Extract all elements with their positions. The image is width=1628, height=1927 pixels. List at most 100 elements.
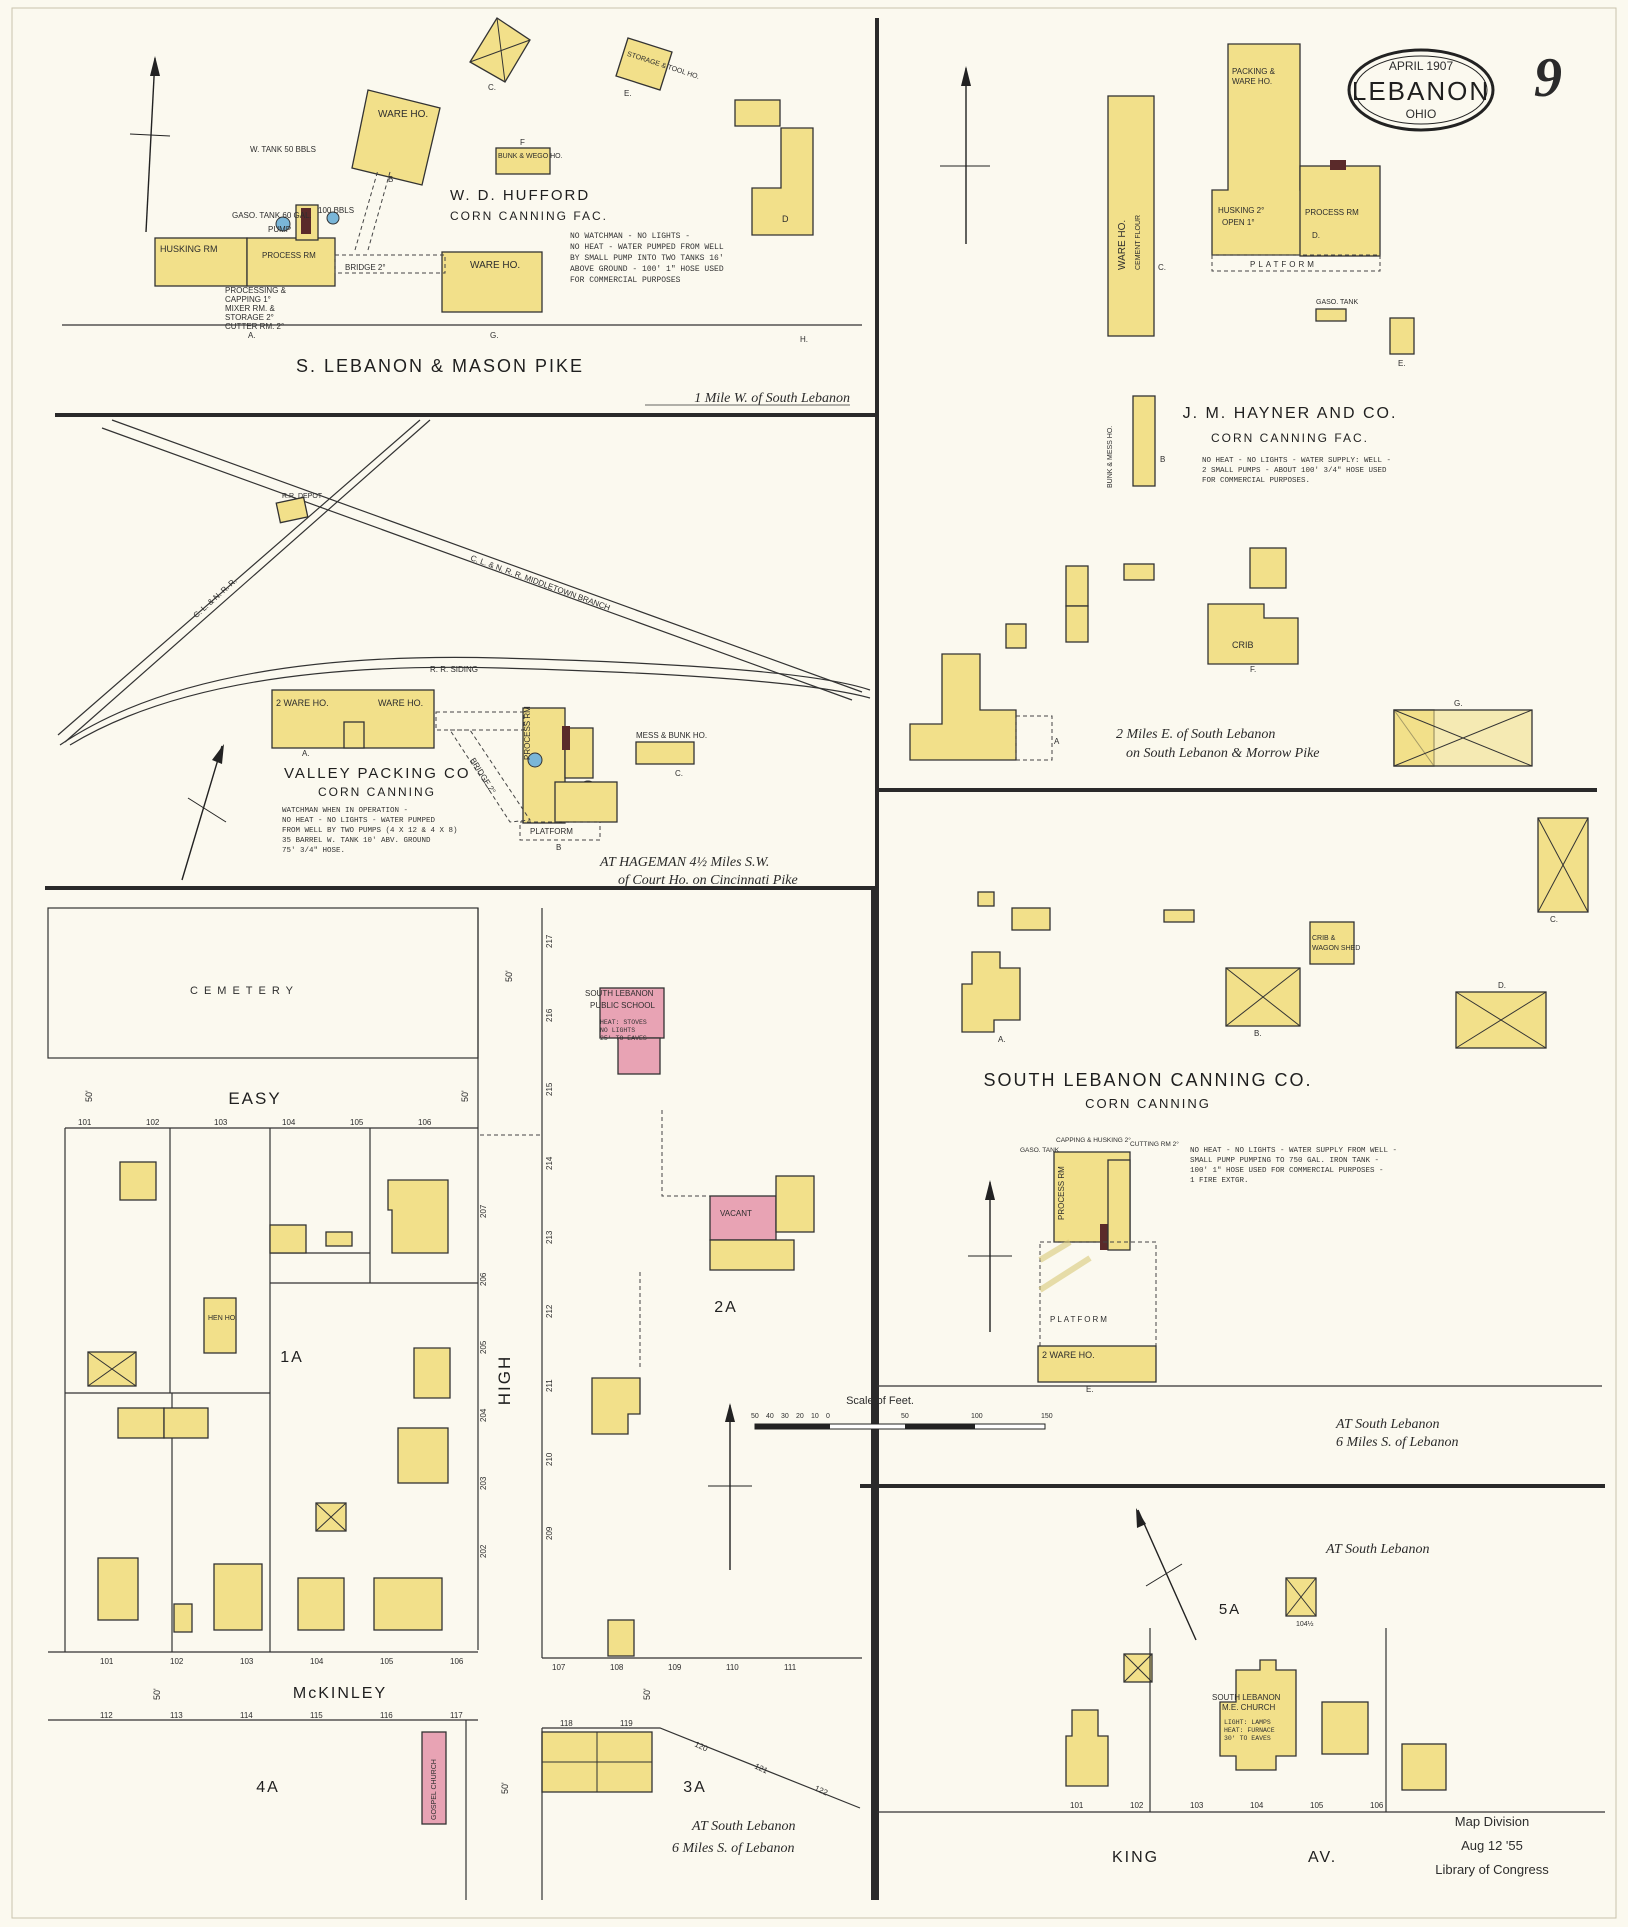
hayner-letter-a: A xyxy=(1054,737,1060,746)
packing-line-2: WARE HO. xyxy=(1232,77,1272,86)
process-room-hufford xyxy=(246,237,336,287)
letter-f: F xyxy=(520,138,525,147)
shed-small-3 xyxy=(1123,563,1155,581)
lot-number-mckinley: 102 xyxy=(170,1657,184,1666)
lot-number-king: 104 xyxy=(1250,1801,1264,1810)
hufford-note-2: NO HEAT - WATER PUMPED FROM WELL xyxy=(570,243,724,252)
block-1a: 1A xyxy=(280,1349,304,1366)
shed-small-4 xyxy=(1249,547,1287,589)
husking-label: HUSKING RM xyxy=(160,244,218,254)
railroad-middletown-1 xyxy=(111,419,863,693)
siding-label: R. R. SIDING xyxy=(430,665,478,674)
pike-name: S. LEBANON & MASON PIKE xyxy=(296,356,584,376)
valley-name: VALLEY PACKING CO xyxy=(284,765,471,782)
church-note-3: 30' TO EAVES xyxy=(1224,1735,1271,1742)
lot-number-high-east: 217 xyxy=(545,934,554,948)
warehouse-canning xyxy=(1037,1345,1157,1383)
badge-city: LEBANON xyxy=(1352,76,1490,106)
stamp-line-3: Library of Congress xyxy=(1435,1862,1549,1877)
shed-102-half xyxy=(163,1407,209,1439)
title-badge: APRIL 1907 LEBANON OHIO xyxy=(1347,48,1495,132)
sl-note-1: NO HEAT - NO LIGHTS - WATER SUPPLY FROM … xyxy=(1190,1147,1397,1155)
crib-line-2: WAGON SHED xyxy=(1312,945,1360,952)
valley-location-2: of Court Ho. on Cincinnati Pike xyxy=(618,873,798,888)
process-label-hayner: PROCESS RM xyxy=(1305,208,1359,217)
warehouse-annex xyxy=(343,721,365,749)
husking-room xyxy=(154,237,248,287)
valley-letter-a: A. xyxy=(302,749,310,758)
shed-1 xyxy=(977,891,995,907)
school-line-1: SOUTH LEBANON xyxy=(585,989,654,998)
lot-number-mckinley: 105 xyxy=(380,1657,394,1666)
lot-number-high-west: 202 xyxy=(479,1544,488,1558)
shed-small-5 xyxy=(1005,623,1027,649)
lot-number-high-east: 216 xyxy=(545,1008,554,1022)
processing-line-1: PROCESSING & xyxy=(225,286,287,295)
cemetery-label: CEMETERY xyxy=(190,985,299,997)
sl-note-4: 1 FIRE EXTGR. xyxy=(1190,1177,1249,1185)
hufford-location: 1 Mile W. of South Lebanon xyxy=(694,391,850,406)
school-note-1: HEAT: STOVES xyxy=(600,1019,647,1026)
shed-e xyxy=(1389,317,1415,355)
church-note-1: LIGHT: LAMPS xyxy=(1224,1719,1271,1726)
lot-number-easy: 103 xyxy=(214,1118,228,1127)
church-note-2: HEAT: FURNACE xyxy=(1224,1727,1275,1734)
dwelling-104 xyxy=(297,1577,345,1631)
hayner-letter-c: C. xyxy=(1158,263,1166,272)
lot-number-high-east: 210 xyxy=(545,1452,554,1466)
lot-number-mckinley: 101 xyxy=(100,1657,114,1666)
lot-number-mckinley: 104 xyxy=(310,1657,324,1666)
hen-house-label: HEN HO. xyxy=(208,1315,237,1322)
panel-king: AT South Lebanon 5A 104½ SOUTH LEBANON M… xyxy=(877,1508,1605,1866)
scale-tick-label: 100 xyxy=(971,1413,983,1420)
rr-depot-label: R.R. DEPOT xyxy=(282,493,323,500)
school-note-3: 25' TO EAVES xyxy=(600,1035,647,1042)
hufford-name: W. D. HUFFORD xyxy=(450,187,590,204)
shed-104 xyxy=(269,1224,307,1254)
hayner-name: J. M. HAYNER AND CO. xyxy=(1183,405,1398,422)
lot-number-mckinley-south: 116 xyxy=(380,1711,393,1720)
badge-date: APRIL 1907 xyxy=(1389,59,1454,73)
rr-depot xyxy=(275,496,309,524)
tank-label: W. TANK 50 BBLS xyxy=(250,145,316,154)
school-note-2: NO LIGHTS xyxy=(600,1027,635,1034)
gasoline-label: GASO. TANK 60 GAL. xyxy=(232,211,312,220)
scale-tick-label: 50 xyxy=(901,1413,909,1420)
dwelling-101 xyxy=(119,1161,157,1201)
lot-number-king: 106 xyxy=(1370,1801,1384,1810)
lot-number-high-east: 215 xyxy=(545,1082,554,1096)
lot-number-high-east: 211 xyxy=(545,1379,554,1392)
bridge-valley xyxy=(449,729,531,823)
panel-slcanning: C. CRIB & WAGON SHED B. D. A. SOUTH LEBA… xyxy=(877,817,1602,1450)
sheet-edge xyxy=(11,7,1617,1919)
cutting-label: CUTTING RM 2° xyxy=(1130,1140,1179,1148)
water-tank-2 xyxy=(326,211,340,225)
sl-letter-b: B. xyxy=(1254,1029,1262,1038)
shed-105 xyxy=(325,1231,353,1247)
letter-a: A. xyxy=(248,331,256,340)
rr-siding-1 xyxy=(59,656,871,746)
church-line-2: M.E. CHURCH xyxy=(1222,1703,1276,1712)
shed-102 xyxy=(173,1603,193,1633)
dwelling-204 xyxy=(397,1427,449,1484)
church-line-1: SOUTH LEBANON xyxy=(1212,1693,1281,1702)
lot-number-high-west: 207 xyxy=(479,1204,488,1218)
high-street-label: HIGH xyxy=(495,1355,514,1406)
boiler-canning xyxy=(1100,1224,1110,1250)
platform-hayner xyxy=(1211,254,1381,272)
building-d xyxy=(751,127,814,236)
lot-number-mckinley: 109 xyxy=(668,1663,682,1672)
public-school xyxy=(599,987,665,1039)
lot-number-mckinley-south: 118 xyxy=(560,1719,573,1728)
process-pumping xyxy=(554,781,618,823)
pump-label: PUMP xyxy=(268,225,291,234)
public-school-annex xyxy=(617,1037,661,1075)
block-5a: 5A xyxy=(1219,1601,1241,1618)
lot-number-high-east: 214 xyxy=(545,1156,554,1170)
letter-c: C. xyxy=(488,83,496,92)
processing-line-5: CUTTER RM. 2° xyxy=(225,322,284,331)
sl-letter-d: D. xyxy=(1498,981,1506,990)
dwelling-103 xyxy=(213,1563,263,1631)
